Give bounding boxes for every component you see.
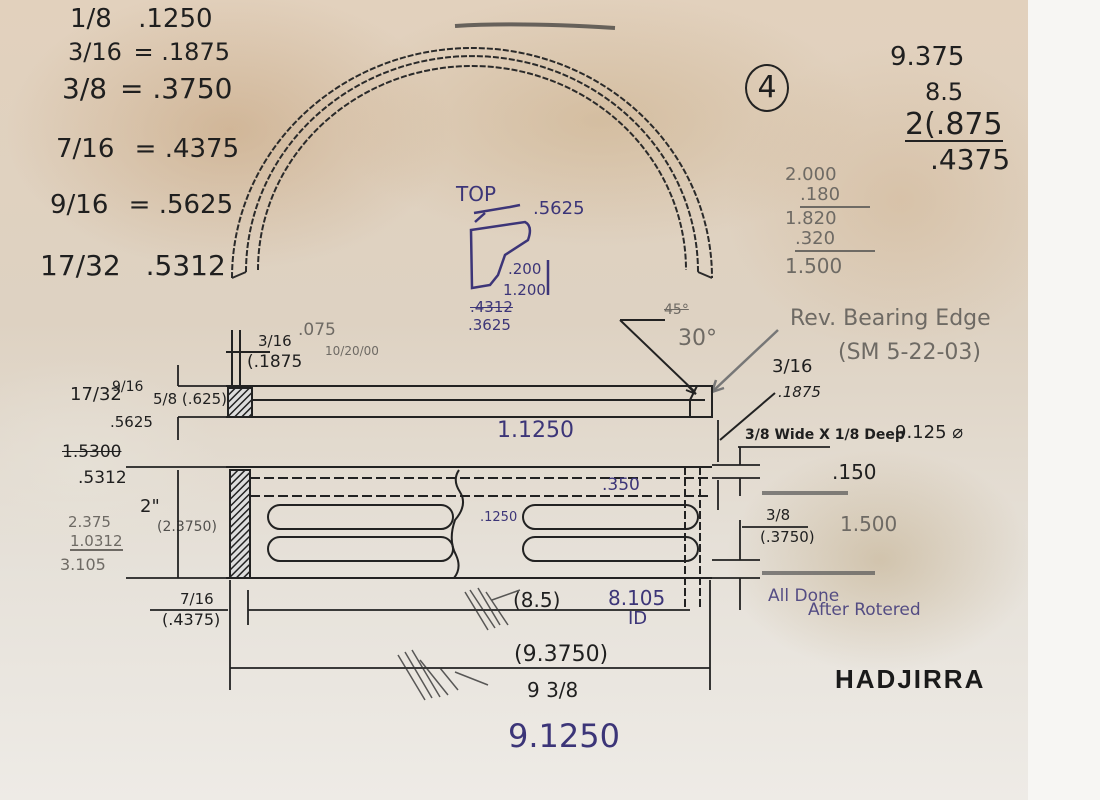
od-value: (9.3750): [514, 642, 609, 667]
conversion-row-3: 3/8 = .3750: [62, 75, 233, 103]
drawing-date: 10/20/00: [325, 344, 379, 358]
calc-result: .4375: [930, 143, 1011, 176]
edge-decimal: .1875: [778, 383, 821, 401]
right-dimension-lines: [712, 420, 830, 610]
ring-top-view: [231, 47, 713, 279]
id-blue-value: 8.105: [608, 586, 666, 610]
conversion-row-2: 3/16 = .1875: [68, 40, 230, 64]
dim-1250: .1250: [480, 510, 518, 525]
pencil-sum-1: 2.375: [68, 513, 111, 531]
lower-side-view: [226, 466, 712, 610]
groove-diameter: 9.125 ⌀: [895, 422, 964, 443]
fraction: 9/16: [50, 190, 109, 220]
conversion-row-5: 9/16 = .5625: [50, 192, 233, 218]
profile-dim-top: .5625: [533, 198, 585, 219]
dim-width-1125: 1.1250: [497, 418, 574, 443]
top-decimal: (.1875: [247, 352, 303, 372]
revision-arrow: [711, 329, 779, 393]
sheet-number: 4: [757, 70, 777, 105]
calc-line-1: 9.375: [890, 42, 965, 72]
frac-9-16: 9/16: [112, 379, 144, 395]
conversion-row-1: 1/8 .1250: [70, 6, 213, 32]
dec-5625: .5625: [110, 413, 153, 431]
decimal: = .5625: [128, 190, 234, 220]
od-blue-value: 9.1250: [508, 717, 620, 755]
dec-5312: .5312: [78, 468, 127, 488]
fraction: 3/8: [62, 72, 108, 105]
upper-section-view: [226, 330, 713, 418]
crossed-1-5300: 1.5300: [62, 442, 122, 462]
profile-dim-bottom: .3625: [468, 316, 511, 334]
fraction: 7/16: [56, 134, 115, 164]
decimal-3750: (.3750): [760, 528, 815, 546]
pencil-calc-line-1: 2.000: [785, 164, 837, 185]
dim-150: .150: [832, 460, 877, 484]
revision-note-line1: Rev. Bearing Edge: [790, 306, 991, 331]
sheet-number-circle: 4: [745, 64, 789, 112]
decimal: .5312: [145, 249, 226, 282]
od-fraction: 9 3/8: [527, 678, 579, 702]
scanner-background: [1028, 0, 1100, 800]
fraction: 3/16: [68, 38, 122, 66]
pencil-calc-line-2: .180: [800, 186, 870, 208]
decimal: = .3750: [119, 72, 233, 105]
id-value: (8.5): [513, 588, 561, 612]
fraction: 1/8: [70, 4, 112, 34]
calc-line-3: 2(.875: [905, 107, 1003, 142]
pencil-calc-line-4: .320: [795, 230, 875, 252]
angle-callout: [619, 319, 697, 395]
profile-dim-crossed: .4312: [470, 298, 513, 316]
pencil-sum-2: 1.0312: [70, 532, 123, 551]
profile-top-label: TOP: [456, 182, 497, 206]
name-stamp: HADJIRRA: [835, 664, 986, 694]
bottom-fraction: 7/16: [180, 590, 214, 608]
pencil-calc-result: 1.500: [785, 254, 843, 278]
frac-17-32: 17/32: [70, 384, 122, 405]
top-note: .075: [298, 320, 336, 340]
profile-sketch: [469, 203, 550, 295]
scribble-marks: [397, 587, 521, 701]
decimal: = .1875: [133, 38, 230, 66]
bottom-decimal: (.4375): [162, 610, 221, 629]
fraction-3-8: 3/8: [766, 506, 791, 524]
smudged-value: (2.3750): [157, 519, 217, 535]
note-after-rotered: After Rotered: [808, 600, 921, 620]
height-2in: 2": [140, 496, 160, 517]
decimal: = .4375: [134, 134, 240, 164]
pencil-1500: 1.500: [840, 512, 898, 536]
edge-fraction: 3/16: [772, 356, 813, 377]
conversion-row-6: 17/32 .5312: [40, 252, 226, 280]
calc-line-2: 8.5: [925, 78, 964, 106]
profile-dim-side1: .200: [508, 260, 542, 278]
pencil-calc-line-3: 1.820: [785, 208, 837, 229]
note-all-done: All Done: [768, 586, 840, 606]
dim-350: .350: [602, 475, 640, 495]
toner-smudge: [454, 22, 616, 30]
conversion-row-4: 7/16 = .4375: [56, 136, 239, 162]
angle-crossed: 45°: [664, 302, 689, 318]
frac-5-8: 5/8 (.625): [153, 390, 228, 408]
angle-30: 30°: [678, 326, 717, 351]
left-dimension-lines: [126, 365, 711, 690]
revision-note-line2: (SM 5-22-03): [838, 340, 981, 365]
profile-dim-side2: 1.200: [503, 281, 546, 299]
groove-note: 3/8 Wide X 1/8 Deep: [745, 427, 905, 443]
pencil-total: 3.105: [60, 555, 106, 574]
id-label: ID: [628, 608, 648, 629]
decimal: .1250: [138, 4, 213, 34]
top-fraction: 3/16: [258, 332, 292, 350]
fraction: 17/32: [40, 249, 121, 282]
